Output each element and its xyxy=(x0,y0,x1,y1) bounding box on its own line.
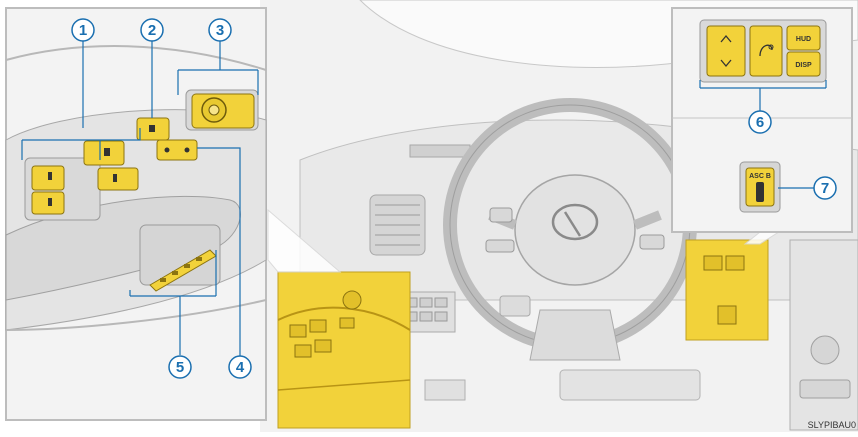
svg-text:DISP: DISP xyxy=(795,62,812,69)
hud-adjust-switch xyxy=(707,26,745,76)
svg-text:3: 3 xyxy=(216,22,224,39)
callout-5: 5 xyxy=(169,356,191,378)
svg-text:5: 5 xyxy=(176,359,184,376)
window-switch-rear-right xyxy=(98,168,138,190)
svg-text:HUD: HUD xyxy=(796,36,811,43)
image-code: SLYPIBAU0 xyxy=(808,420,856,430)
svg-text:2: 2 xyxy=(148,22,156,39)
steering-adjust-switch xyxy=(750,26,782,76)
svg-text:4: 4 xyxy=(236,359,245,376)
callout-7: 7 xyxy=(814,177,836,199)
callout-6: 6 xyxy=(749,111,771,133)
dash-inset: HUD DISP ASC B 6 7 xyxy=(672,8,852,232)
callout-2: 2 xyxy=(141,19,163,41)
door-lock-switch xyxy=(157,140,197,160)
callout-1: 1 xyxy=(72,19,94,41)
callout-3: 3 xyxy=(209,19,231,41)
svg-text:ASC B: ASC B xyxy=(749,173,771,180)
callout-4: 4 xyxy=(229,356,251,378)
svg-text:7: 7 xyxy=(821,180,829,197)
door-inset: 1 2 3 4 5 xyxy=(6,8,266,420)
dash-switch-highlight xyxy=(686,240,768,340)
svg-text:6: 6 xyxy=(756,114,764,131)
door-switch-highlight xyxy=(278,272,410,428)
svg-text:1: 1 xyxy=(79,22,87,39)
